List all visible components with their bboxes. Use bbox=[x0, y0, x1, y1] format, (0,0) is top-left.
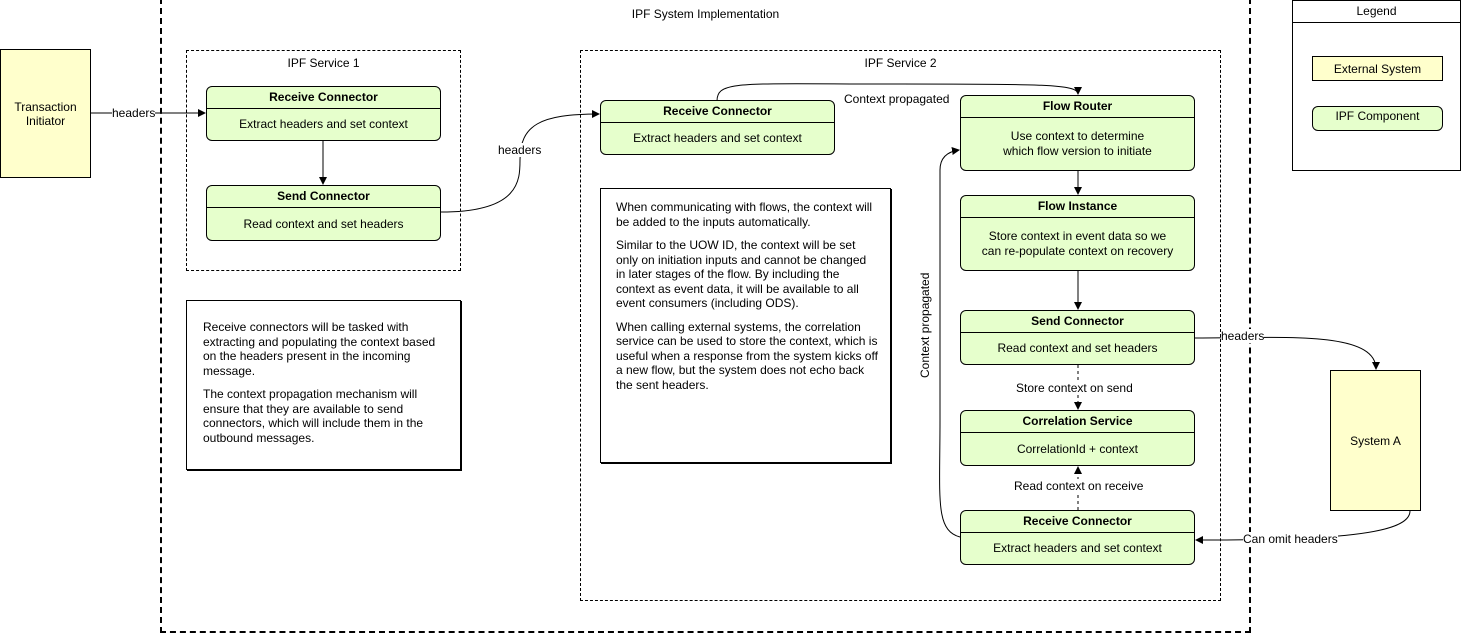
legend: Legend External System IPF Component bbox=[1292, 0, 1461, 171]
s2-receive-connector: Receive Connector Extract headers and se… bbox=[600, 100, 835, 155]
s2-receive-connector-2: Receive Connector Extract headers and se… bbox=[960, 510, 1195, 565]
s2-send-title: Send Connector bbox=[961, 311, 1194, 333]
initiator-line1: Transaction bbox=[14, 99, 77, 114]
service2-boundary: IPF Service 2 bbox=[580, 50, 1221, 601]
s2-note: When communicating with flows, the conte… bbox=[600, 188, 891, 463]
flow-router-body: Use context to determine which flow vers… bbox=[961, 118, 1194, 170]
flow-instance-line2: can re-populate context on recovery bbox=[981, 244, 1174, 258]
s1-note-p1: Receive connectors will be tasked with e… bbox=[203, 320, 436, 378]
flow-router-line1: Use context to determine bbox=[1010, 129, 1145, 143]
legend-external-system: External System bbox=[1312, 56, 1443, 81]
system-a: System A bbox=[1330, 370, 1421, 511]
label-headers-out: headers bbox=[1221, 329, 1265, 343]
s1-receive-title: Receive Connector bbox=[207, 87, 440, 109]
s1-note: Receive connectors will be tasked with e… bbox=[186, 300, 461, 470]
s1-send-title: Send Connector bbox=[207, 186, 440, 208]
edge-s2-receive-to-router bbox=[716, 83, 1082, 102]
s2-note-p3: When calling external systems, the corre… bbox=[616, 319, 878, 392]
flow-router-line2: which flow version to initiate bbox=[1003, 144, 1152, 158]
label-read-on-receive: Read context on receive bbox=[1014, 479, 1144, 493]
s2-send-body: Read context and set headers bbox=[997, 341, 1158, 355]
s1-receive-connector: Receive Connector Extract headers and se… bbox=[206, 86, 441, 141]
label-store-on-send: Store context on send bbox=[1016, 381, 1133, 395]
service1-boundary: IPF Service 1 bbox=[186, 50, 461, 271]
correlation-title: Correlation Service bbox=[961, 411, 1194, 433]
service2-title: IPF Service 2 bbox=[864, 56, 937, 70]
initiator-line2: Initiator bbox=[25, 113, 66, 128]
legend-ipf-component: IPF Component bbox=[1312, 106, 1443, 131]
s1-send-connector: Send Connector Read context and set head… bbox=[206, 185, 441, 241]
label-headers-in: headers bbox=[112, 106, 156, 120]
system-title: IPF System Implementation bbox=[631, 7, 780, 21]
legend-title: Legend bbox=[1293, 1, 1460, 23]
s1-receive-body: Extract headers and set context bbox=[239, 117, 408, 131]
label-context-propagated-side: Context propagated bbox=[918, 272, 932, 378]
flow-router: Flow Router Use context to determine whi… bbox=[960, 95, 1195, 171]
s2-receive2-title: Receive Connector bbox=[961, 511, 1194, 533]
service1-title: IPF Service 1 bbox=[287, 56, 360, 70]
label-can-omit-headers: Can omit headers bbox=[1243, 532, 1338, 546]
flow-instance-line1: Store context in event data so we bbox=[988, 229, 1167, 243]
flow-router-title: Flow Router bbox=[961, 96, 1194, 118]
correlation-body: CorrelationId + context bbox=[1016, 441, 1139, 456]
s1-send-body: Read context and set headers bbox=[243, 216, 404, 231]
flow-instance-body: Store context in event data so we can re… bbox=[961, 218, 1194, 270]
s2-note-p2: Similar to the UOW ID, the context will … bbox=[616, 238, 867, 310]
s2-note-p1: When communicating with flows, the conte… bbox=[616, 200, 873, 229]
label-context-propagated-top: Context propagated bbox=[844, 92, 950, 106]
s2-receive-body: Extract headers and set context bbox=[633, 131, 802, 145]
edge-s1-send-to-s2-receive bbox=[440, 110, 600, 213]
flow-instance-title: Flow Instance bbox=[961, 196, 1194, 218]
flow-instance: Flow Instance Store context in event dat… bbox=[960, 195, 1195, 271]
correlation-service: Correlation Service CorrelationId + cont… bbox=[960, 410, 1195, 466]
label-headers-between: headers bbox=[498, 143, 542, 157]
legend-ipf-component-label: IPF Component bbox=[1335, 109, 1420, 123]
s2-send-connector: Send Connector Read context and set head… bbox=[960, 310, 1195, 365]
s2-receive2-body: Extract headers and set context bbox=[993, 541, 1162, 555]
s1-note-p2: The context propagation mechanism will e… bbox=[203, 387, 424, 445]
edge-receive2-to-router bbox=[939, 147, 961, 538]
s2-receive-title: Receive Connector bbox=[601, 101, 834, 123]
